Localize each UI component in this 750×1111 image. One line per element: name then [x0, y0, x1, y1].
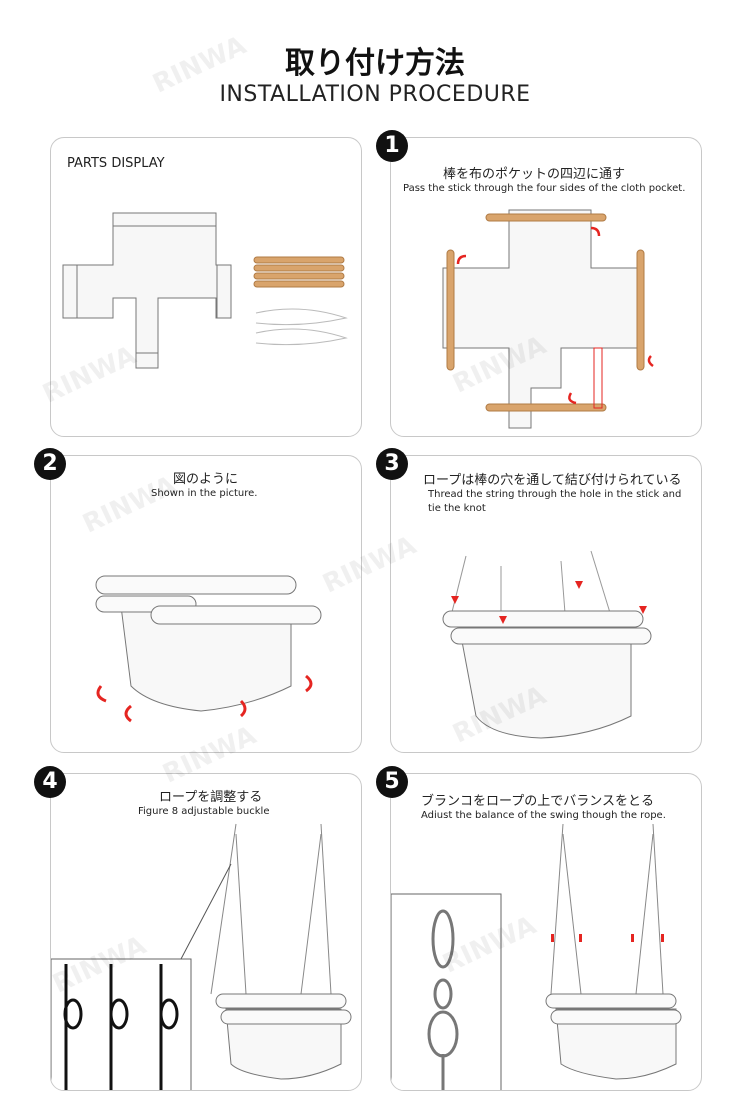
step-4-caption-jp: ロープを調整する [159, 790, 263, 805]
step-3-illustration [442, 550, 652, 739]
parts-illustration [62, 212, 348, 369]
step-5-panel: ブランコをロープの上でバランスをとる Adiust the balance of… [390, 773, 702, 1091]
title-english: INSTALLATION PROCEDURE [219, 82, 531, 107]
title-japanese: 取り付け方法 [285, 46, 465, 81]
step-4-caption-en: Figure 8 adjustable buckle [138, 806, 270, 817]
ropes [255, 308, 348, 346]
parts-display-label: PARTS DISPLAY [67, 156, 165, 171]
carabiner-hook [427, 909, 459, 1090]
step-2-caption-en: Shown in the picture. [151, 488, 258, 499]
step-1-caption-jp: 棒を布のポケットの四辺に通す [443, 167, 626, 182]
step-5-caption-jp: ブランコをロープの上でバランスをとる [421, 794, 654, 809]
step-5-illustration [391, 823, 682, 1090]
step-3-panel: ロープは棒の穴を通して結び付けられている Thread the string t… [390, 455, 702, 753]
step-3-number: 3 [376, 448, 408, 480]
wooden-sticks [253, 256, 345, 288]
step-3-caption-en: Thread the string through the hole in th… [428, 489, 682, 514]
red-arrows [456, 226, 654, 405]
parts-display-panel: PARTS DISPLAY [50, 137, 362, 437]
figure-8-buckles [63, 964, 179, 1090]
step-2-caption-jp: 図のように [173, 472, 239, 487]
step-4-number: 4 [34, 766, 66, 798]
step-1-illustration [442, 209, 654, 429]
step-5-caption-en: Adiust the balance of the swing though t… [421, 810, 666, 821]
step-4-illustration [51, 823, 352, 1090]
step-2-panel: 図のように Shown in the picture. [50, 455, 362, 753]
step-4-panel: ロープを調整する Figure 8 adjustable buckle [50, 773, 362, 1091]
step-1-caption-en: Pass the stick through the four sides of… [403, 183, 686, 194]
step-1-number: 1 [376, 130, 408, 162]
step-1-panel: 棒を布のポケットの四辺に通す Pass the stick through th… [390, 137, 702, 437]
step-5-number: 5 [376, 766, 408, 798]
step-3-caption-jp: ロープは棒の穴を通して結び付けられている [423, 473, 682, 488]
step-2-illustration [95, 575, 322, 723]
step-2-number: 2 [34, 448, 66, 480]
